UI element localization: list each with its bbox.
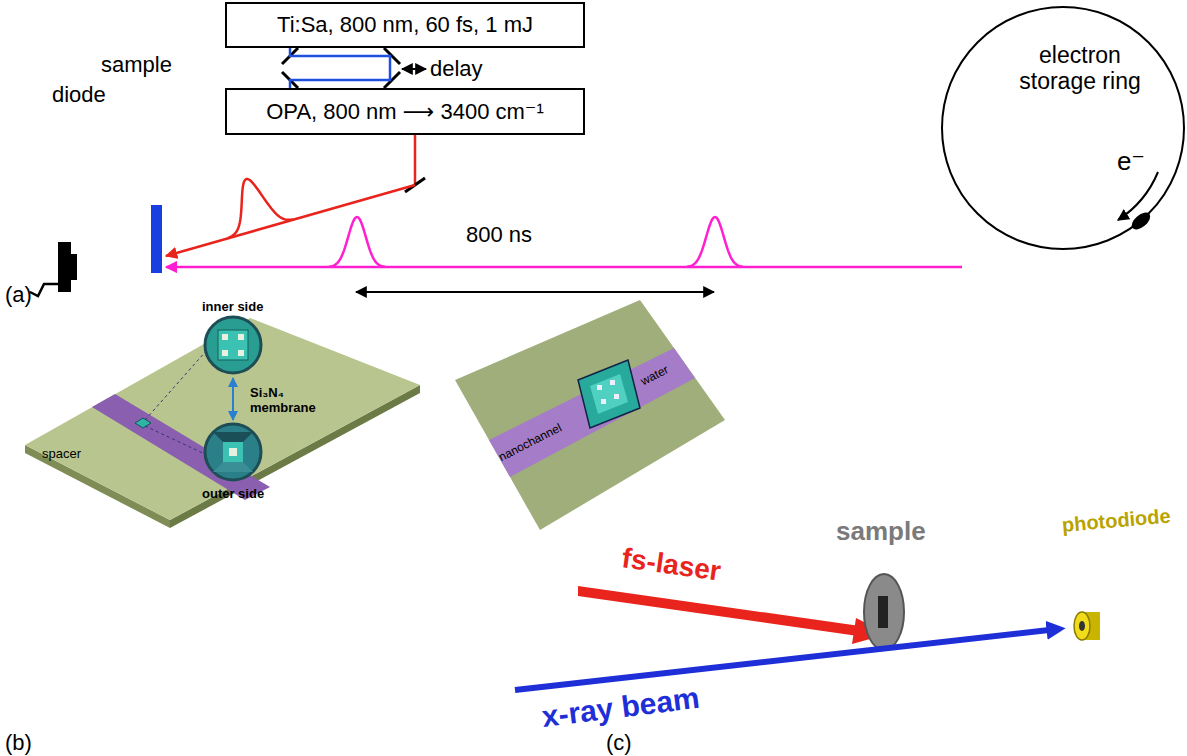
panel-letter: (b) <box>5 730 32 755</box>
spacer-slab <box>25 318 420 520</box>
diode-label: diode <box>52 82 106 107</box>
membrane <box>590 374 628 414</box>
membrane-square <box>223 442 243 462</box>
diode-wire <box>30 284 58 296</box>
storage-ring: electron storage ring e⁻ <box>941 6 1185 250</box>
xray-label: x-ray beam <box>540 681 701 735</box>
holder-disc <box>864 574 904 650</box>
box-label: Ti:Sa, 800 nm, 60 fs, 1 mJ <box>277 12 533 37</box>
window <box>610 380 615 385</box>
ring-label: electron storage ring <box>1005 42 1155 95</box>
panel-letter: (c) <box>606 730 632 755</box>
direction-arrow <box>1118 172 1158 220</box>
holder-slot <box>878 596 888 628</box>
nanochannel-band <box>489 348 695 477</box>
laser-box: Ti:Sa, 800 nm, 60 fs, 1 mJ <box>225 2 585 48</box>
delay-label: delay <box>430 56 483 81</box>
diode-face <box>1074 612 1090 640</box>
window <box>614 394 619 399</box>
diode-body <box>58 242 71 292</box>
pump-beam <box>290 48 390 88</box>
laser-beam <box>578 586 860 636</box>
period-arrow <box>356 291 714 293</box>
zoom-line <box>145 426 207 455</box>
water-label: water <box>639 363 671 389</box>
membrane-window <box>135 418 151 428</box>
inset-outer <box>205 424 261 480</box>
etch-wall <box>213 462 253 472</box>
box-label: OPA, 800 nm ⟶ 3400 cm⁻¹ <box>266 99 544 124</box>
zoom-line <box>145 350 207 420</box>
sample-label: sample <box>101 52 172 77</box>
panel-letter: (a) <box>5 282 32 307</box>
delay-mirrors <box>282 48 400 88</box>
window <box>238 334 244 340</box>
sample-plate <box>151 205 162 273</box>
pulse <box>329 217 385 267</box>
opa-box: OPA, 800 nm ⟶ 3400 cm⁻¹ <box>225 88 585 135</box>
photodiode-symbol <box>1074 612 1100 640</box>
electron-symbol: e⁻ <box>1111 147 1151 177</box>
membrane-frame <box>578 360 640 428</box>
diode-symbol <box>30 242 77 296</box>
inset-label: inner side <box>202 300 263 315</box>
xray-beam <box>166 266 962 269</box>
spacer-label: spacer <box>42 447 81 462</box>
membrane-label: Si₃N₄ membrane <box>250 386 322 416</box>
sample-label: sample <box>836 517 926 547</box>
delay-arrow <box>402 68 426 70</box>
membrane-square <box>218 330 248 360</box>
electron-bunch <box>1129 209 1154 232</box>
window <box>597 385 602 390</box>
period-label: 800 ns <box>466 222 532 247</box>
window <box>601 399 606 404</box>
window <box>222 350 228 356</box>
channel-label: nanochannel <box>497 421 565 464</box>
nanochannel-view <box>455 300 725 530</box>
spacer-chip <box>25 317 420 528</box>
diode-window <box>71 254 77 280</box>
window <box>238 350 244 356</box>
xray-beam <box>515 629 1058 690</box>
pulse <box>687 217 743 267</box>
etch-wall <box>213 432 253 442</box>
window <box>222 334 228 340</box>
diode-chip <box>1079 621 1085 631</box>
pulses <box>228 179 743 267</box>
chip-plane <box>455 300 725 530</box>
side-arrow <box>232 378 234 420</box>
ir-beam <box>414 135 417 185</box>
window <box>229 448 237 456</box>
pulse <box>228 179 293 238</box>
inset-inner <box>205 317 261 373</box>
channel-band <box>92 394 270 500</box>
detector-label: photodiode <box>1061 505 1171 537</box>
laser-label: fs-laser <box>620 542 723 588</box>
inset-label: outer side <box>202 487 264 502</box>
sample-holder <box>864 574 904 650</box>
